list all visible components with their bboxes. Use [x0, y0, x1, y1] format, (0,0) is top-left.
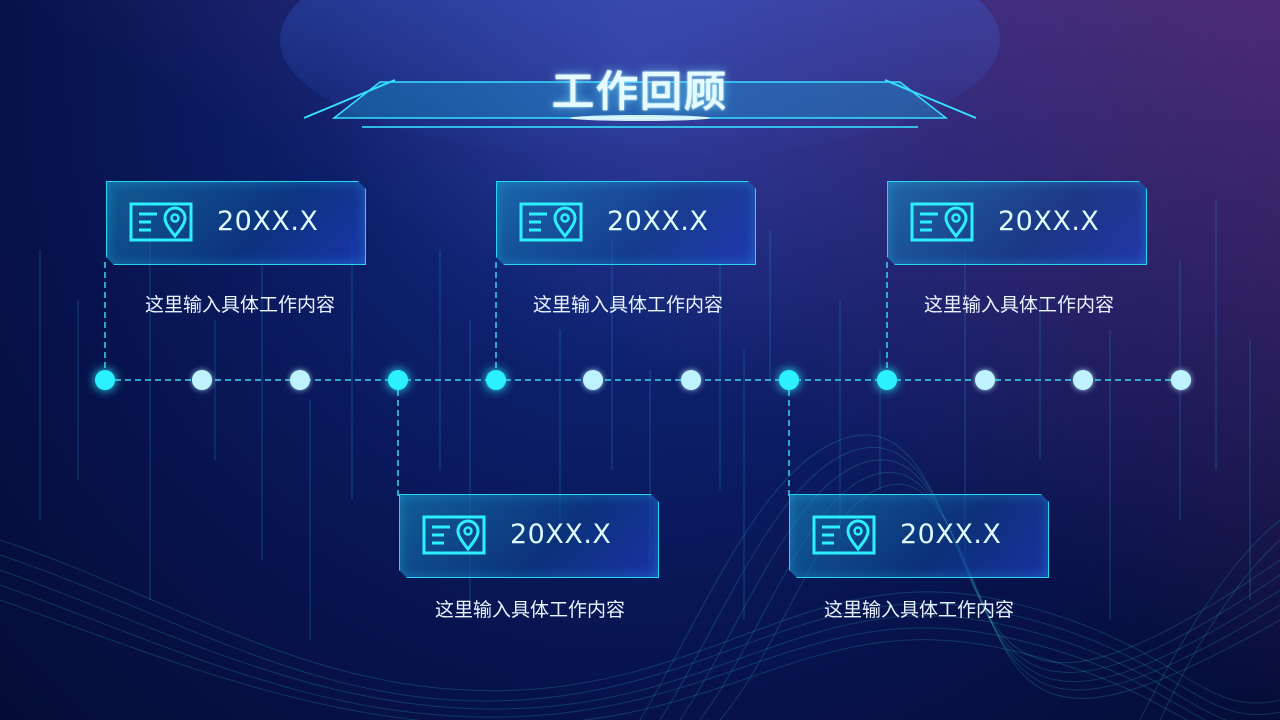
id-card-location-icon: [519, 202, 583, 242]
title-banner: [303, 79, 977, 128]
timeline-card-bottom-2[interactable]: 20XX.X: [789, 494, 1049, 578]
card-description: 这里输入具体工作内容: [823, 599, 1014, 621]
card-description: 这里输入具体工作内容: [434, 599, 625, 621]
card-date: 20XX.X: [217, 206, 319, 237]
card-date: 20XX.X: [900, 519, 1002, 550]
timeline-card-top-1[interactable]: 20XX.X: [106, 181, 366, 265]
timeline-dot[interactable]: [779, 370, 799, 390]
timeline-dot[interactable]: [877, 370, 897, 390]
timeline-dot[interactable]: [486, 370, 506, 390]
timeline-dot[interactable]: [388, 370, 408, 390]
timeline-card-top-3[interactable]: 20XX.X: [887, 181, 1147, 265]
card-date: 20XX.X: [510, 519, 612, 550]
timeline-dot[interactable]: [192, 370, 212, 390]
timeline-card-bottom-1[interactable]: 20XX.X: [399, 494, 659, 578]
card-description: 这里输入具体工作内容: [144, 294, 335, 316]
id-card-location-icon: [812, 515, 876, 555]
card-date: 20XX.X: [998, 206, 1100, 237]
timeline-dot[interactable]: [1171, 370, 1191, 390]
timeline-dot[interactable]: [975, 370, 995, 390]
timeline-card-top-2[interactable]: 20XX.X: [496, 181, 756, 265]
timeline-dot[interactable]: [95, 370, 115, 390]
timeline-dot[interactable]: [583, 370, 603, 390]
card-description: 这里输入具体工作内容: [532, 294, 723, 316]
id-card-location-icon: [422, 515, 486, 555]
wave-mesh: [0, 434, 1280, 720]
id-card-location-icon: [129, 202, 193, 242]
card-date: 20XX.X: [607, 206, 709, 237]
timeline-dot[interactable]: [290, 370, 310, 390]
page-title: 工作回顾: [551, 67, 728, 116]
card-description: 这里输入具体工作内容: [923, 294, 1114, 316]
timeline-dot[interactable]: [681, 370, 701, 390]
title-banner-group: 工作回顾: [300, 50, 980, 140]
timeline-dot[interactable]: [1073, 370, 1093, 390]
id-card-location-icon: [910, 202, 974, 242]
